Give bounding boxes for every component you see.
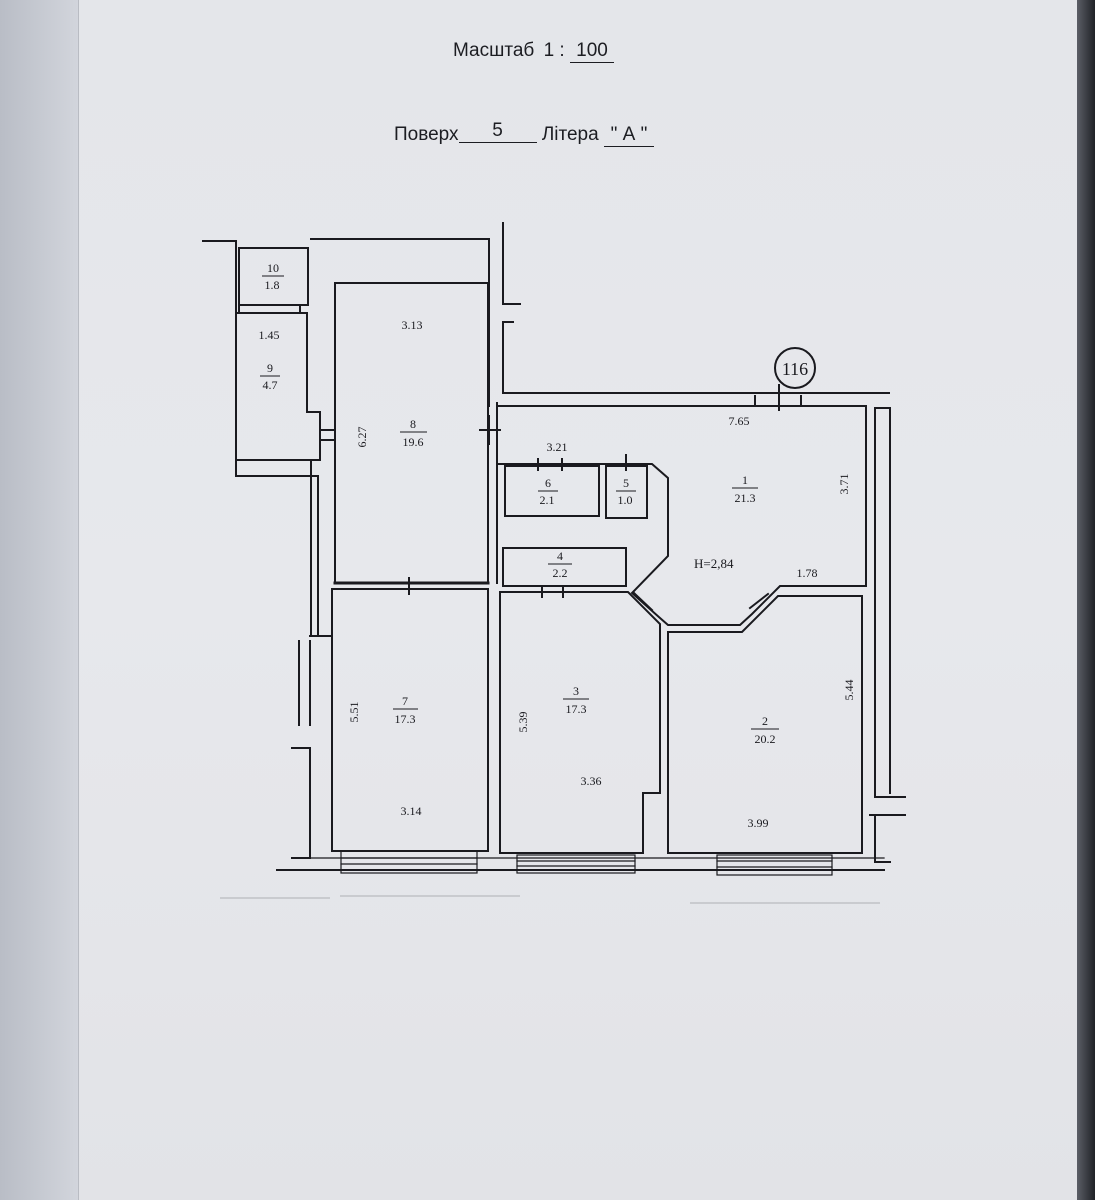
room-8-number: 8 bbox=[410, 417, 416, 431]
room-3-area: 17.3 bbox=[566, 702, 587, 716]
dim-r8-width: 3.13 bbox=[402, 318, 423, 332]
room-3-outline bbox=[499, 591, 661, 854]
ceiling-height: H=2,84 bbox=[694, 556, 734, 571]
room-10-number: 10 bbox=[267, 261, 279, 275]
document-sheet bbox=[78, 0, 1093, 1200]
letter-value: " А " bbox=[603, 124, 654, 147]
dim-r2-height: 5.44 bbox=[842, 680, 856, 701]
dim-r9-width: 1.45 bbox=[259, 328, 280, 342]
scale-value: 100 bbox=[569, 40, 614, 63]
dim-r7-height: 5.51 bbox=[347, 702, 361, 723]
dim-r2-width: 3.99 bbox=[748, 816, 769, 830]
room-2-area: 20.2 bbox=[755, 732, 776, 746]
scale-line: Масштаб 1 : 100 bbox=[453, 40, 614, 63]
room-4-outline bbox=[502, 547, 627, 587]
building-number-circle bbox=[774, 347, 816, 389]
page-edge-left bbox=[0, 0, 78, 1200]
room-8-area: 19.6 bbox=[403, 435, 424, 449]
scale-prefix: 1 : bbox=[543, 40, 565, 61]
room-10-outline bbox=[238, 247, 309, 306]
floor-value: 5 bbox=[458, 120, 537, 143]
room-2-number: 2 bbox=[762, 714, 768, 728]
dim-r3-width: 3.36 bbox=[581, 774, 602, 788]
room-1-area: 21.3 bbox=[735, 491, 756, 505]
dim-r1-step: 1.78 bbox=[797, 566, 818, 580]
room-5-outline bbox=[605, 465, 648, 519]
floor-label: Поверх bbox=[394, 124, 459, 145]
building-number: 116 bbox=[782, 359, 808, 379]
room-4-area: 2.2 bbox=[553, 566, 568, 580]
room-5-number: 5 bbox=[623, 476, 629, 490]
room-5-area: 1.0 bbox=[618, 493, 633, 507]
room-9-outline bbox=[235, 312, 321, 461]
room-10-area: 1.8 bbox=[265, 278, 280, 292]
dim-r8-height: 6.27 bbox=[355, 427, 369, 448]
dim-r1-width: 7.65 bbox=[729, 414, 750, 428]
room-9-number: 9 bbox=[267, 361, 273, 375]
room-7-area: 17.3 bbox=[395, 712, 416, 726]
scale-label: Масштаб bbox=[453, 40, 535, 61]
wall-outer-left bbox=[202, 240, 319, 477]
room-6-number: 6 bbox=[545, 476, 551, 490]
room-2-outline bbox=[667, 595, 863, 854]
dim-r6-width: 3.21 bbox=[547, 440, 568, 454]
room-1-outline bbox=[496, 402, 867, 626]
room-6-outline bbox=[504, 465, 600, 517]
room-3-number: 3 bbox=[573, 684, 579, 698]
room-9-area: 4.7 bbox=[263, 378, 278, 392]
wall-outer-top bbox=[310, 238, 490, 247]
room-4-number: 4 bbox=[557, 549, 563, 563]
dim-r7-width: 3.14 bbox=[401, 804, 422, 818]
room-6-area: 2.1 bbox=[540, 493, 555, 507]
room-1-number: 1 bbox=[742, 473, 748, 487]
letter-label: Літера bbox=[541, 124, 599, 145]
dim-r1-height: 3.71 bbox=[837, 474, 851, 495]
room-7-number: 7 bbox=[402, 694, 408, 708]
page-edge-right bbox=[1077, 0, 1095, 1200]
dim-r3-height: 5.39 bbox=[516, 712, 530, 733]
